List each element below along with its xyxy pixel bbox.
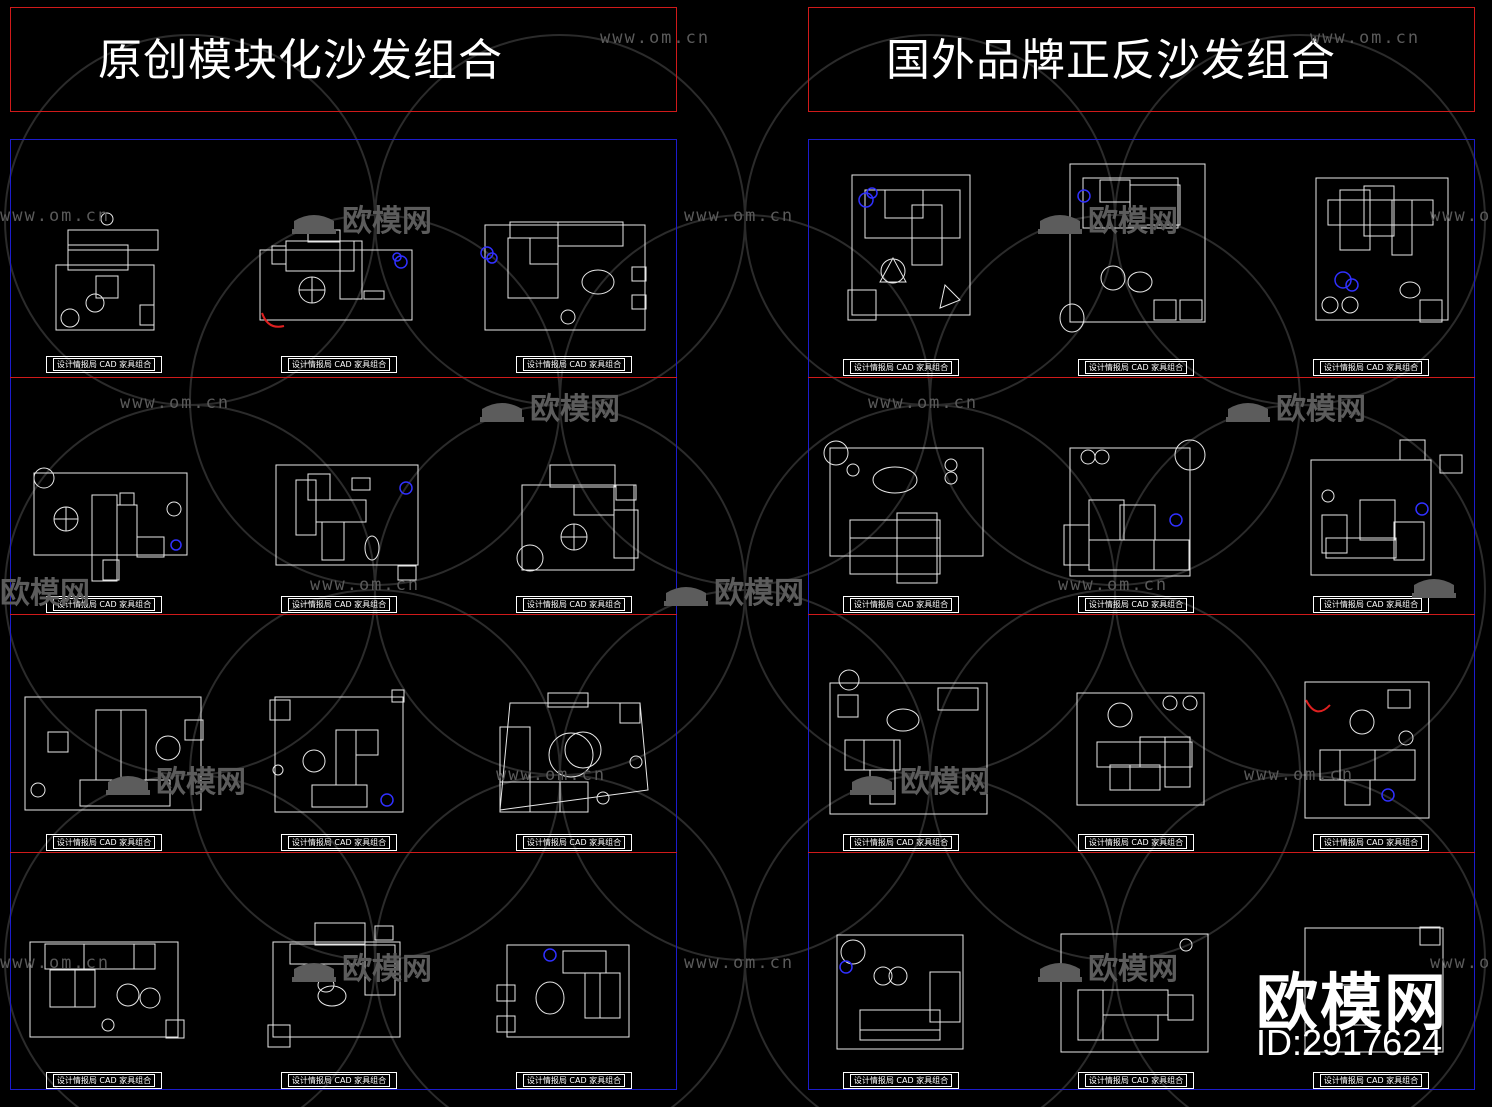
cell-label: 设计情报局 CAD 家具组合 [1078, 1072, 1194, 1089]
watermark-url: www.om.cn [0, 953, 111, 973]
cell-label: 设计情报局 CAD 家具组合 [281, 834, 397, 851]
plan-r8 [1076, 692, 1205, 806]
left-title-frame [10, 7, 677, 112]
row-divider [808, 377, 1475, 378]
row-divider [10, 377, 677, 378]
watermark-logo: 欧模网 [290, 944, 432, 988]
cell-label: 设计情报局 CAD 家具组合 [46, 356, 162, 373]
plan-r5 [1063, 439, 1206, 577]
cell-label: 设计情报局 CAD 家具组合 [46, 834, 162, 851]
cell-label: 设计情报局 CAD 家具组合 [516, 596, 632, 613]
cell-label: 设计情报局 CAD 家具组合 [1313, 596, 1429, 613]
cell-label: 设计情报局 CAD 家具组合 [843, 1072, 959, 1089]
plan-r12 [1304, 926, 1444, 1053]
watermark-url: www.om.cn [310, 575, 421, 595]
plan-r6 [1310, 439, 1463, 576]
watermark-logo: 欧模网 [662, 568, 804, 612]
watermark-logo: 欧模网 [1224, 384, 1366, 428]
sofa-watermark-icon [848, 771, 896, 797]
watermark-url: www.om.cn [1310, 28, 1421, 48]
plan-r11 [1060, 933, 1209, 1053]
row-divider [10, 852, 677, 853]
watermark-url: www.om.cn [1058, 575, 1169, 595]
plan-l2 [259, 229, 413, 321]
watermark-url: www.om.cn [0, 206, 111, 226]
plan-l10 [29, 941, 185, 1039]
plan-r4 [823, 440, 984, 584]
watermark-url: www.om.cn [684, 206, 795, 226]
cell-label: 设计情报局 CAD 家具组合 [843, 359, 959, 376]
watermark-logo: 欧模网 [0, 576, 90, 611]
watermark-url: www.om.cn [600, 28, 711, 48]
watermark-url: www.om.cn [684, 953, 795, 973]
cell-label: 设计情报局 CAD 家具组合 [1313, 1072, 1429, 1089]
cell-label: 设计情报局 CAD 家具组合 [516, 356, 632, 373]
watermark-url: www.om.cn [1430, 953, 1492, 973]
right-title: 国外品牌正反沙发组合 [886, 35, 1336, 86]
sofa-watermark-icon [1224, 398, 1272, 424]
plan-l4 [33, 467, 188, 582]
watermark-logo: 欧模网 [848, 757, 990, 801]
sofa-watermark-icon [662, 582, 710, 608]
watermark-url: www.om.cn [868, 393, 979, 413]
cell-label: 设计情报局 CAD 家具组合 [843, 834, 959, 851]
cell-label: 设计情报局 CAD 家具组合 [281, 596, 397, 613]
cell-label: 设计情报局 CAD 家具组合 [843, 596, 959, 613]
brand-logo: 欧模网 [1256, 966, 1449, 1039]
cell-label: 设计情报局 CAD 家具组合 [46, 1072, 162, 1089]
watermark-logo: 欧模网 [1036, 944, 1178, 988]
plan-r10 [836, 934, 964, 1050]
cell-label: 设计情报局 CAD 家具组合 [281, 356, 397, 373]
sofa-watermark-icon [290, 210, 338, 236]
row-divider [808, 614, 1475, 615]
plan-r7 [829, 669, 988, 815]
right-title-frame [808, 7, 1475, 112]
plan-r9 [1304, 681, 1430, 819]
cell-label: 设计情报局 CAD 家具组合 [516, 834, 632, 851]
plan-l3 [484, 221, 647, 331]
plan-r3 [1315, 177, 1449, 323]
cell-label: 设计情报局 CAD 家具组合 [1078, 359, 1194, 376]
plan-l1 [55, 212, 159, 331]
watermark-url: www.om.cn [496, 765, 607, 785]
cell-label: 设计情报局 CAD 家具组合 [1078, 834, 1194, 851]
plan-r1 [847, 174, 971, 321]
watermark-logo: 欧模网 [290, 196, 432, 240]
plan-r2 [1059, 163, 1206, 333]
watermark-url: www.om.cn [1430, 206, 1492, 226]
brand-id: ID:2917624 [1256, 1022, 1443, 1063]
watermark-url: www.om.cn [1244, 765, 1355, 785]
cell-label: 设计情报局 CAD 家具组合 [1313, 834, 1429, 851]
watermark-logo: 欧模网 [478, 384, 620, 428]
watermark-url: www.om.cn [120, 393, 231, 413]
plan-l6 [516, 464, 639, 572]
watermark-logo: 欧模网 [104, 757, 246, 801]
sofa-watermark-icon [290, 958, 338, 984]
sofa-watermark-icon [1036, 958, 1084, 984]
row-divider [808, 852, 1475, 853]
cell-label: 设计情报局 CAD 家具组合 [1078, 596, 1194, 613]
sofa-watermark-icon [1036, 210, 1084, 236]
cell-label: 设计情报局 CAD 家具组合 [516, 1072, 632, 1089]
watermark-logo: 欧模网 [1036, 196, 1178, 240]
plan-l12 [496, 944, 630, 1038]
plan-l9 [499, 692, 649, 813]
row-divider [10, 614, 677, 615]
sofa-watermark-icon [478, 398, 526, 424]
plan-l5 [275, 464, 419, 581]
cell-label: 设计情报局 CAD 家具组合 [1313, 359, 1429, 376]
watermark-logo [1410, 568, 1462, 603]
plan-l11 [267, 922, 401, 1048]
cell-label: 设计情报局 CAD 家具组合 [281, 1072, 397, 1089]
plan-l8 [269, 689, 405, 813]
sofa-watermark-icon [1410, 574, 1458, 600]
sofa-watermark-icon [104, 771, 152, 797]
left-title: 原创模块化沙发组合 [98, 35, 503, 86]
cell-label: 设计情报局 CAD 家具组合 [46, 596, 162, 613]
